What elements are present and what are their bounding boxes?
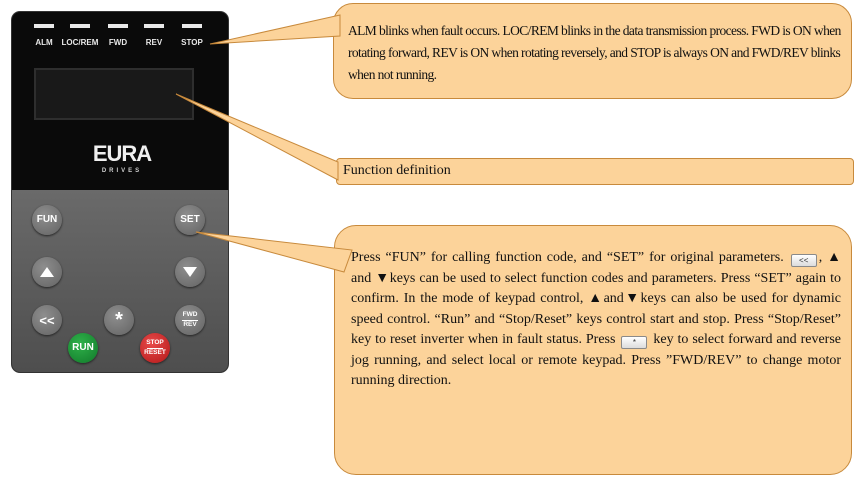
shift-left-button[interactable]: << <box>32 305 62 335</box>
stop-led <box>182 24 202 28</box>
loc-rem-led <box>70 24 90 28</box>
keys-description-callout: Press “FUN” for calling function code, a… <box>334 225 852 475</box>
stop-reset-divider <box>146 347 163 349</box>
up-arrow-button[interactable] <box>32 257 62 287</box>
eura-logo-subtitle: DRIVES <box>101 168 143 174</box>
jog-star-button[interactable]: * <box>104 305 134 335</box>
loc-rem-label: LOC/REM <box>61 38 99 47</box>
star-key-icon: * <box>621 336 648 349</box>
lcd-display <box>34 68 194 120</box>
keys-callout-pointer <box>195 231 353 273</box>
eura-logo: EURA <box>92 141 152 166</box>
stop-label-text: STOP <box>146 339 164 346</box>
fun-button[interactable]: FUN <box>32 205 62 235</box>
keys-text-part3: key to select forward and reverse jog ru… <box>351 332 841 388</box>
shift-key-icon: << <box>790 254 817 267</box>
fwd-rev-button[interactable]: FWD REV <box>175 305 205 335</box>
run-button[interactable]: RUN <box>68 333 98 363</box>
fwd-rev-top-label: FWD <box>182 311 198 318</box>
display-callout-pointer <box>175 93 339 181</box>
display-description-callout: Function definition <box>336 158 854 185</box>
alm-label: ALM <box>35 38 53 47</box>
stop-label: STOP <box>181 38 203 47</box>
fwd-label: FWD <box>108 38 128 47</box>
keys-text-part1: Press “FUN” for calling function code, a… <box>351 250 784 265</box>
led-description-callout: ALM blinks when fault occurs. LOC/REM bl… <box>333 3 852 99</box>
fwd-led <box>108 24 128 28</box>
rev-led <box>144 24 164 28</box>
set-button[interactable]: SET <box>175 205 205 235</box>
stop-reset-button[interactable]: STOP RESET <box>140 333 170 363</box>
down-arrow-button[interactable] <box>175 257 205 287</box>
reset-label-text: RESET <box>144 348 166 356</box>
alm-led <box>34 24 54 28</box>
keys-text-part2: , ▲ and ▼keys can be used to select func… <box>351 250 842 347</box>
led-callout-pointer <box>209 14 341 45</box>
keypad-panel: ALM LOC/REM FWD REV STOP EURA DRIVES FUN… <box>12 12 228 372</box>
rev-label: REV <box>145 38 163 47</box>
fwd-rev-divider <box>182 319 198 321</box>
fwd-rev-bottom-label: REV <box>183 320 197 328</box>
